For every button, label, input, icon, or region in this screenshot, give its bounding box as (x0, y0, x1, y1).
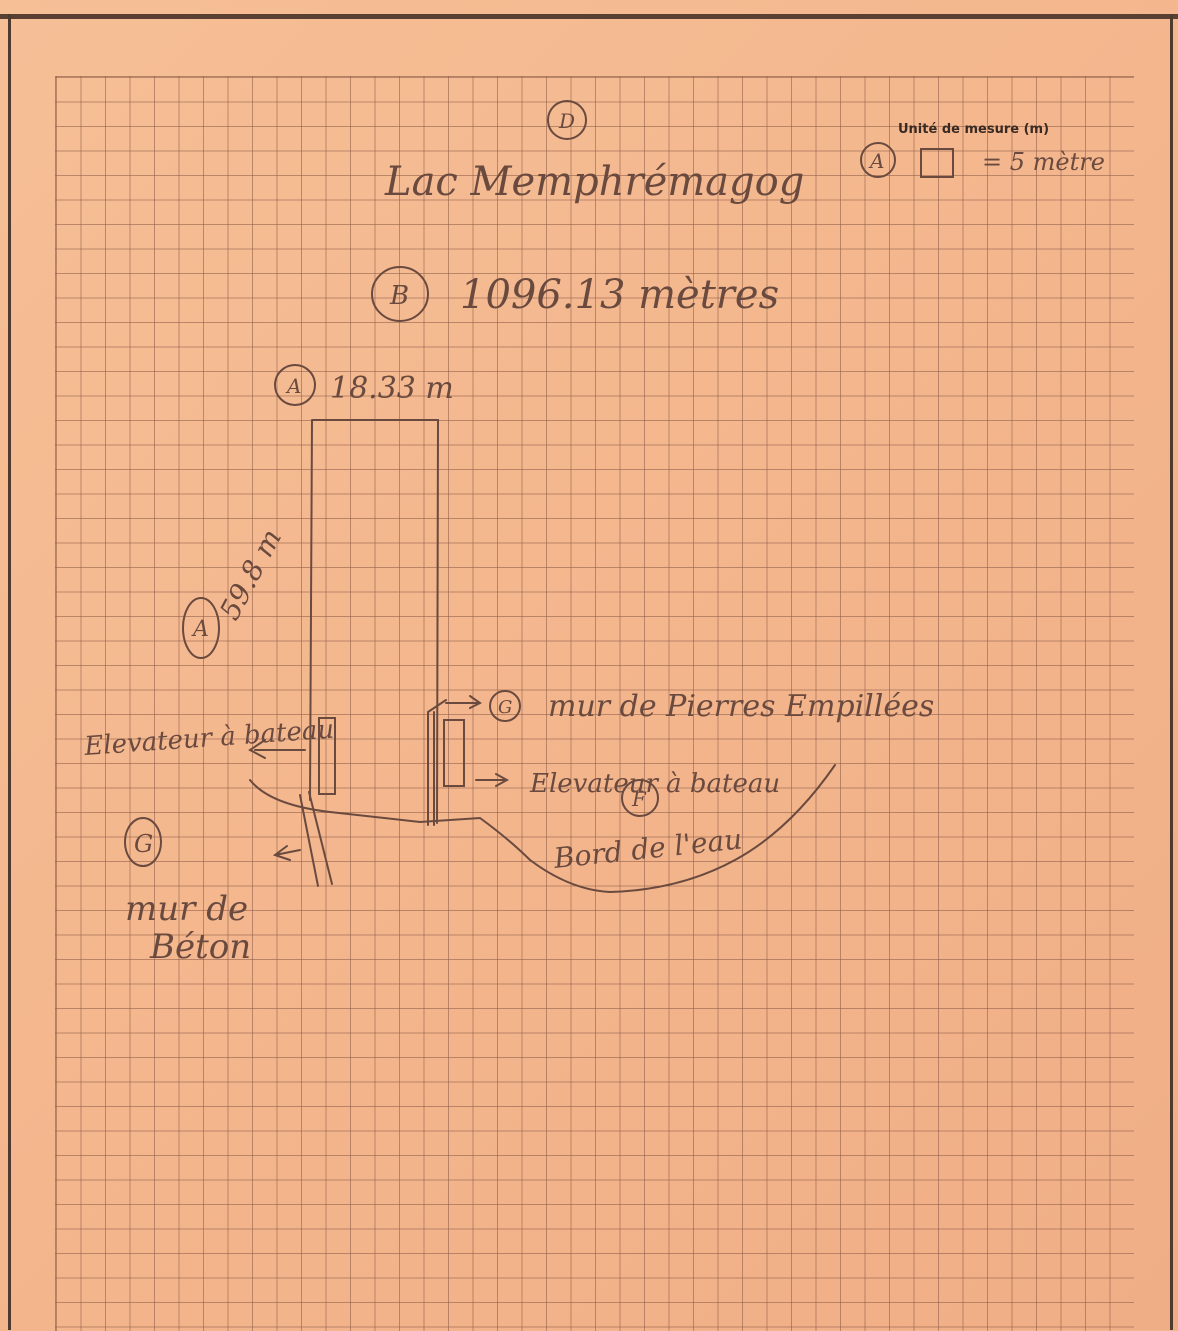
shoreline (249, 764, 836, 894)
title-marker-circle (547, 100, 587, 140)
water-edge-marker-circle (621, 779, 659, 817)
height-marker-circle (182, 597, 220, 659)
concrete-wall-marker-circle (124, 817, 162, 867)
right-lift-arrow (475, 773, 510, 787)
concrete-wall-strip (299, 791, 333, 887)
width-marker-circle (274, 364, 316, 406)
height-marker-letter: A (191, 617, 209, 642)
concrete-wall-line1: mur de (125, 889, 248, 929)
concrete-wall-line2: Béton (149, 927, 251, 967)
stone-wall-arrow (445, 695, 482, 709)
legend-scale-text: = 5 mètre (982, 148, 1105, 176)
lot-outline (309, 419, 440, 824)
graph-grid (55, 76, 1134, 1331)
legend-grid-square (920, 148, 954, 178)
water-edge-text: Bord de l'eau (551, 822, 743, 875)
lot-height-text: 59.8 m (213, 523, 288, 625)
concrete-wall-arrow (272, 845, 301, 861)
legend-unit-label: Unité de mesure (m) (898, 122, 1050, 137)
stone-wall-text: mur de Pierres Empillées (548, 689, 934, 724)
top-border (0, 14, 1178, 19)
left-lift-text: Elevateur à bateau (82, 715, 335, 762)
concrete-wall-marker-letter: G (134, 830, 153, 858)
right-boat-lift (443, 719, 465, 787)
total-length-text: 1096.13 mètres (460, 272, 779, 318)
site-title: Lac Memphrémagog (384, 159, 804, 205)
legend-marker-circle (860, 142, 896, 178)
water-edge-marker-letter: F (631, 787, 647, 811)
left-border (8, 14, 11, 1330)
right-wall-post (427, 699, 447, 826)
title-marker-letter: D (558, 109, 575, 133)
left-lift-label: Elevateur à bateau (82, 715, 335, 762)
width-marker-letter: A (285, 374, 301, 398)
legend-marker-letter: A (868, 149, 884, 173)
stone-wall-marker-circle (489, 690, 521, 722)
left-boat-lift (318, 717, 336, 795)
left-lift-arrow (248, 739, 306, 759)
right-border (1170, 14, 1173, 1330)
length-marker-circle (371, 266, 429, 322)
right-lift-text: Elevateur à bateau (529, 769, 780, 799)
length-marker-letter: B (389, 281, 409, 311)
lot-width-text: 18.33 m (330, 371, 454, 406)
stone-wall-marker-letter: G (498, 697, 512, 718)
